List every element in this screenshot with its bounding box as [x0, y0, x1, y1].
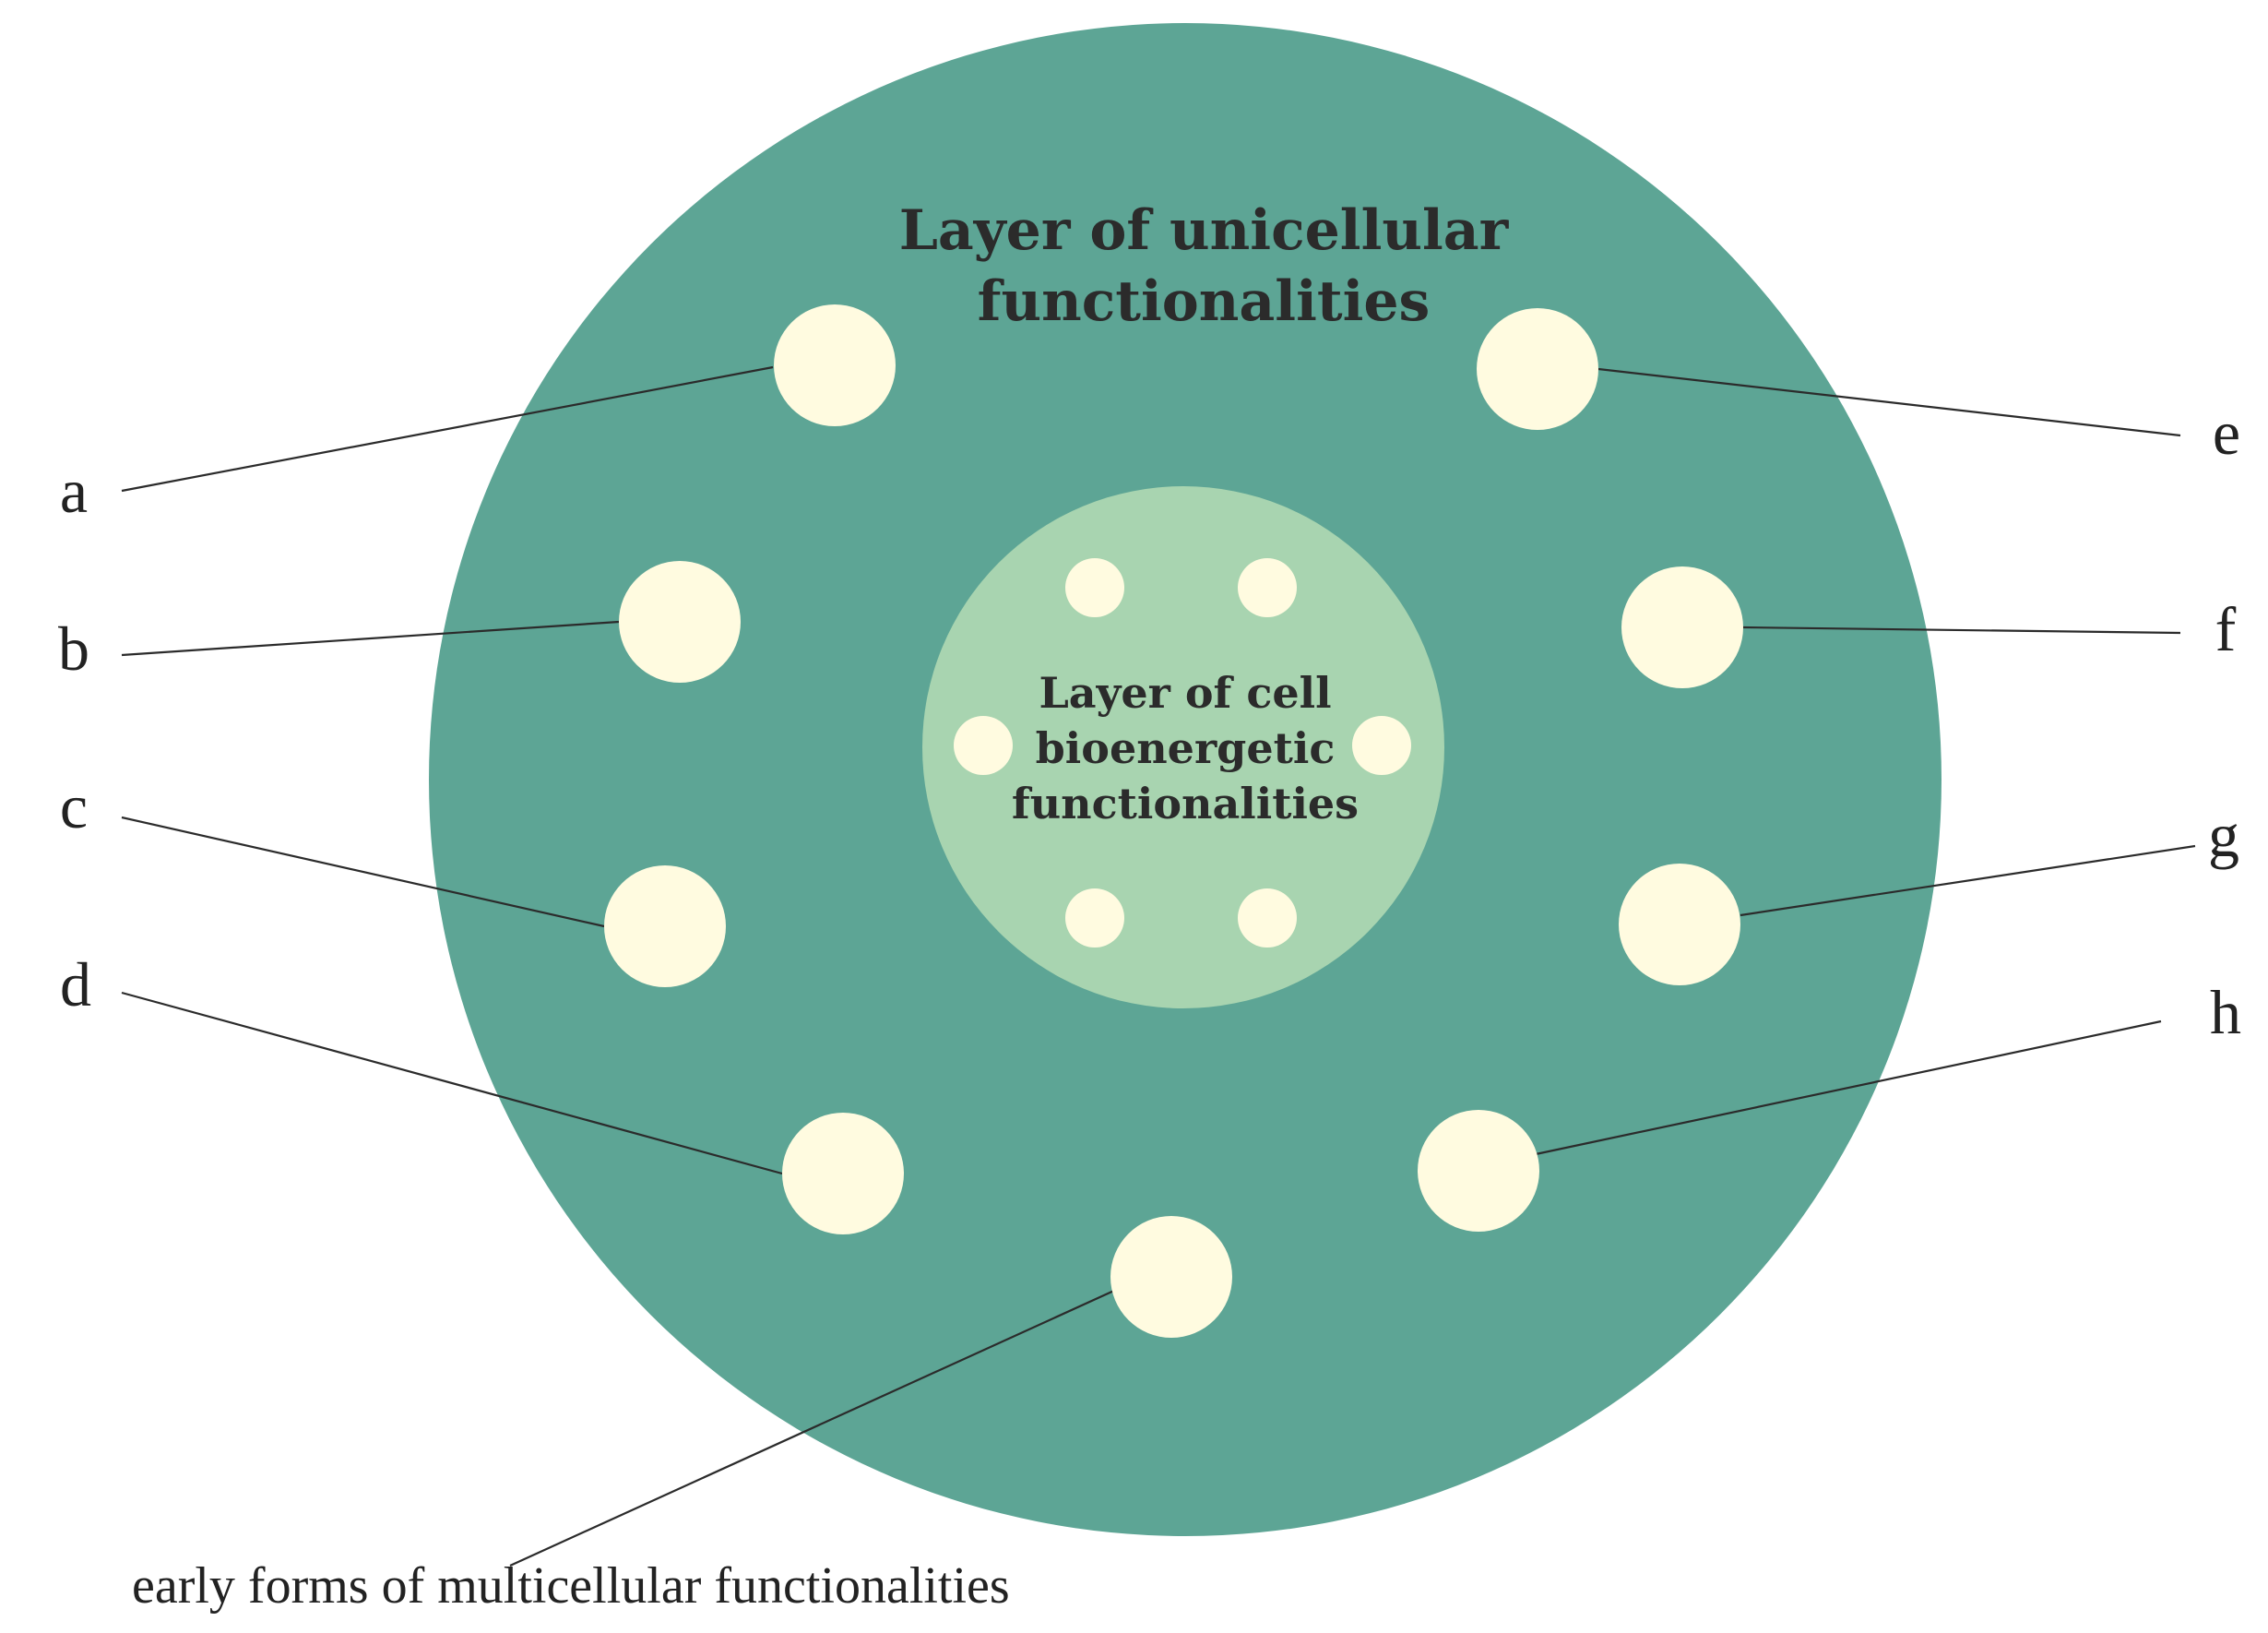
node-g: [1619, 864, 1740, 985]
node-f: [1621, 566, 1743, 688]
inner-layer-title-line1: Layer of cell: [1039, 668, 1331, 718]
callout-label-e: e: [2213, 398, 2240, 468]
outer-layer-title-line2: functionalities: [978, 269, 1431, 334]
node-e: [1477, 308, 1598, 430]
leader-line-e: [1597, 367, 2181, 437]
inner-layer-title-line2: bioenergetic: [1036, 723, 1336, 773]
callout-label-h: h: [2210, 977, 2241, 1047]
node-d: [782, 1113, 904, 1234]
callout-label-f: f: [2215, 594, 2237, 664]
leader-lines: [121, 365, 2196, 1567]
callout-label-d: d: [60, 949, 91, 1019]
leader-line-a: [121, 365, 774, 493]
node-b: [619, 561, 741, 683]
leader-line-f: [1742, 626, 2181, 635]
node-h: [1418, 1110, 1539, 1232]
inner-node: [1065, 558, 1124, 617]
leader-line-h: [1535, 1019, 2162, 1156]
callout-label-c: c: [60, 771, 88, 841]
leader-line-c: [121, 816, 605, 928]
inner-node: [1065, 888, 1124, 948]
inner-node: [1352, 716, 1411, 775]
node-a: [774, 304, 896, 426]
bottom-callout-label: early forms of multicellular functionali…: [132, 1557, 1010, 1615]
leader-line-b: [121, 620, 620, 657]
inner-layer-title-line3: functionalities: [1012, 779, 1359, 828]
node-c: [604, 865, 726, 987]
callout-label-g: g: [2208, 800, 2239, 870]
outer-layer-title-line1: Layer of unicellular: [899, 198, 1510, 263]
leader-line-g: [1740, 844, 2196, 917]
leader-line-bottom: [509, 1288, 1117, 1567]
node-bottom: [1110, 1216, 1232, 1338]
inner-node: [1238, 888, 1297, 948]
inner-node: [1238, 558, 1297, 617]
inner-node: [954, 716, 1013, 775]
leader-line-d: [121, 991, 783, 1175]
callout-label-b: b: [58, 614, 89, 684]
callout-label-a: a: [60, 456, 88, 526]
inner-layer-circle: [922, 486, 1444, 1008]
